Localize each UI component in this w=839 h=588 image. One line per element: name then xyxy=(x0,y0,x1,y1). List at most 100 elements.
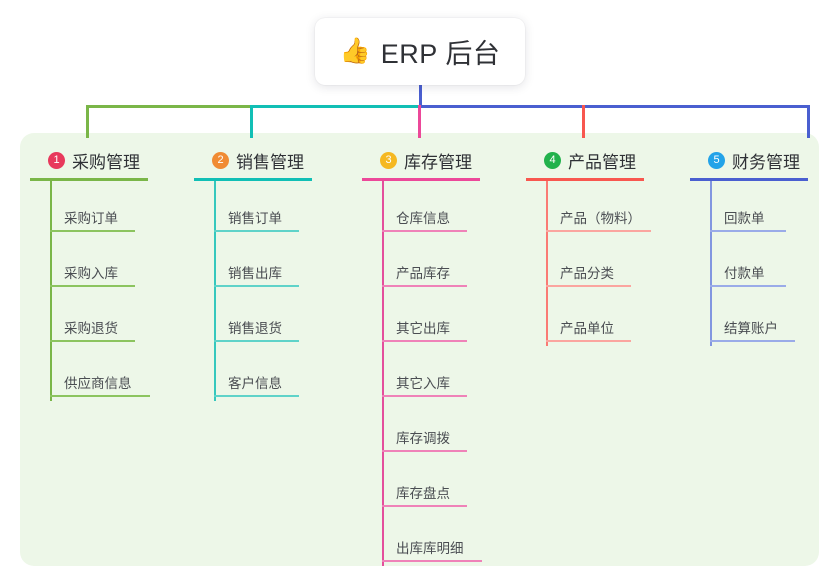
list-item-rule xyxy=(214,340,299,342)
branch-column-2: 2 销售管理 销售订单 销售出库 销售退货 客户信息 xyxy=(194,148,354,401)
list-item[interactable]: 结算账户 xyxy=(690,291,839,346)
branch-rule-5 xyxy=(690,178,808,181)
branch-items-4: 产品（物料） 产品分类 产品单位 xyxy=(526,181,686,346)
list-item[interactable]: 产品单位 xyxy=(526,291,686,346)
list-item[interactable]: 其它入库 xyxy=(362,346,522,401)
root-node-title: ERP 后台 xyxy=(380,39,501,69)
branch-items-2: 销售订单 销售出库 销售退货 客户信息 xyxy=(194,181,354,401)
list-item-rule xyxy=(382,395,467,397)
branch-badge-3: 3 xyxy=(380,151,397,169)
branch-header-5[interactable]: 5 财务管理 xyxy=(690,148,839,172)
branch-items-5: 回款单 付款单 结算账户 xyxy=(690,181,839,346)
list-item-rule xyxy=(382,505,467,507)
list-item[interactable]: 回款单 xyxy=(690,181,839,236)
list-item-rule xyxy=(546,285,631,287)
list-item-label: 回款单 xyxy=(724,211,765,226)
list-item-rule xyxy=(382,285,467,287)
list-item-label: 销售出库 xyxy=(228,266,282,281)
branch-header-3[interactable]: 3 库存管理 xyxy=(362,148,522,172)
list-item[interactable]: 采购入库 xyxy=(30,236,190,291)
connector-bus-segment-teal xyxy=(250,105,420,108)
list-item-label: 销售退货 xyxy=(228,321,282,336)
list-item-label: 产品库存 xyxy=(396,266,450,281)
list-item-label: 库存调拨 xyxy=(396,431,450,446)
connector-drop-5 xyxy=(807,105,810,138)
list-item[interactable]: 销售退货 xyxy=(194,291,354,346)
list-item[interactable]: 库存盘点 xyxy=(362,456,522,511)
list-item-label: 供应商信息 xyxy=(64,376,132,391)
root-node[interactable]: 👍 ERP 后台 xyxy=(315,18,525,85)
connector-drop-3 xyxy=(418,105,421,138)
list-item-rule xyxy=(710,285,786,287)
branches-panel xyxy=(20,133,819,566)
list-item-label: 其它出库 xyxy=(396,321,450,336)
list-item-rule xyxy=(50,285,135,287)
list-item-rule xyxy=(710,230,786,232)
list-item-label: 库存盘点 xyxy=(396,486,450,501)
branch-column-5: 5 财务管理 回款单 付款单 结算账户 xyxy=(690,148,839,346)
list-item-label: 结算账户 xyxy=(724,321,778,336)
list-item-rule xyxy=(50,230,135,232)
branch-header-2[interactable]: 2 销售管理 xyxy=(194,148,354,172)
branch-title-1: 采购管理 xyxy=(72,152,140,172)
list-item-rule xyxy=(214,230,299,232)
list-item[interactable]: 客户信息 xyxy=(194,346,354,401)
list-item-rule xyxy=(546,230,651,232)
branch-badge-2: 2 xyxy=(212,151,229,169)
list-item-rule xyxy=(546,340,631,342)
list-item[interactable]: 仓库信息 xyxy=(362,181,522,236)
branch-spine-1 xyxy=(50,181,52,401)
list-item-rule xyxy=(50,395,150,397)
list-item-rule xyxy=(710,340,795,342)
list-item-label: 产品（物料） xyxy=(560,211,641,226)
connector-drop-4 xyxy=(582,105,585,138)
list-item[interactable]: 产品库存 xyxy=(362,236,522,291)
list-item[interactable]: 产品（物料） xyxy=(526,181,686,236)
list-item[interactable]: 采购订单 xyxy=(30,181,190,236)
thumbs-up-icon: 👍 xyxy=(339,37,371,65)
list-item[interactable]: 销售出库 xyxy=(194,236,354,291)
branch-header-4[interactable]: 4 产品管理 xyxy=(526,148,686,172)
list-item-label: 产品单位 xyxy=(560,321,614,336)
list-item-label: 采购退货 xyxy=(64,321,118,336)
list-item[interactable]: 采购退货 xyxy=(30,291,190,346)
branch-items-3: 仓库信息 产品库存 其它出库 其它入库 库存调拨 库存盘点 xyxy=(362,181,522,566)
branch-spine-3 xyxy=(382,181,384,566)
list-item-label: 其它入库 xyxy=(396,376,450,391)
list-item[interactable]: 销售订单 xyxy=(194,181,354,236)
connector-bus-segment-green xyxy=(86,105,252,108)
list-item-label: 仓库信息 xyxy=(396,211,450,226)
branch-column-4: 4 产品管理 产品（物料） 产品分类 产品单位 xyxy=(526,148,686,346)
list-item-label: 采购订单 xyxy=(64,211,118,226)
branch-title-3: 库存管理 xyxy=(404,152,472,172)
connector-drop-1 xyxy=(86,105,89,138)
branch-rule-2 xyxy=(194,178,312,181)
list-item-rule xyxy=(382,450,467,452)
list-item-label: 产品分类 xyxy=(560,266,614,281)
connector-root-stem xyxy=(419,85,422,107)
branch-title-2: 销售管理 xyxy=(236,152,304,172)
branch-column-1: 1 采购管理 采购订单 采购入库 采购退货 供应商信息 xyxy=(30,148,190,401)
list-item-rule xyxy=(382,560,482,562)
branch-title-4: 产品管理 xyxy=(568,152,636,172)
list-item-rule xyxy=(50,340,135,342)
list-item[interactable]: 其它出库 xyxy=(362,291,522,346)
list-item-label: 出库库明细 xyxy=(396,541,464,556)
list-item[interactable]: 库存调拨 xyxy=(362,401,522,456)
branch-badge-4: 4 xyxy=(544,151,561,169)
list-item-label: 客户信息 xyxy=(228,376,282,391)
branch-column-3: 3 库存管理 仓库信息 产品库存 其它出库 其它入库 库存调拨 xyxy=(362,148,522,566)
list-item[interactable]: 付款单 xyxy=(690,236,839,291)
branch-spine-2 xyxy=(214,181,216,401)
list-item[interactable]: 产品分类 xyxy=(526,236,686,291)
branch-title-5: 财务管理 xyxy=(732,152,800,172)
list-item-label: 采购入库 xyxy=(64,266,118,281)
connector-bus-segment-indigo xyxy=(418,105,810,108)
list-item[interactable]: 出库库明细 xyxy=(362,511,522,566)
list-item-rule xyxy=(382,340,467,342)
branch-rule-1 xyxy=(30,178,148,181)
list-item[interactable]: 供应商信息 xyxy=(30,346,190,401)
list-item-rule xyxy=(214,395,299,397)
branch-header-1[interactable]: 1 采购管理 xyxy=(30,148,190,172)
branch-badge-1: 1 xyxy=(48,151,65,169)
